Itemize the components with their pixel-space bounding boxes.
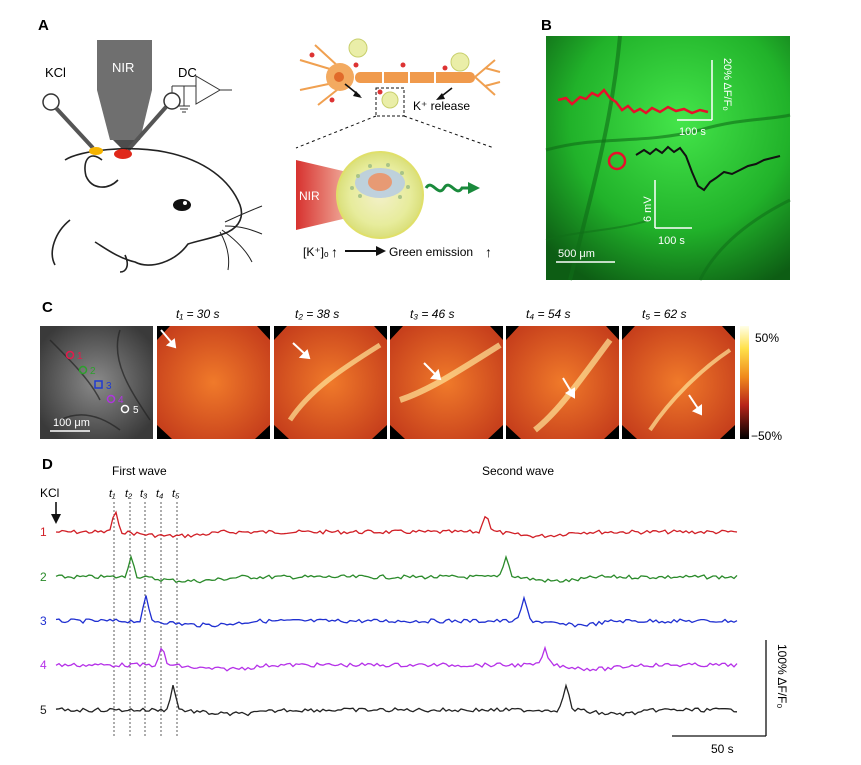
zoom-box <box>375 87 405 117</box>
c-time-t4: t₄ = 54 s <box>526 307 571 321</box>
b-scale-um: 500 μm <box>558 248 595 260</box>
d-trace-5 <box>55 683 738 717</box>
b-roi-circle <box>607 151 627 171</box>
c-gray-image <box>40 326 153 439</box>
b-ephys-trace <box>635 145 781 192</box>
rat-head <box>51 147 243 273</box>
c-colorbar-min: −50% <box>751 429 782 443</box>
d-t2: t₂ <box>125 488 133 500</box>
neuron-schematic <box>299 44 501 106</box>
nir-site <box>114 149 132 159</box>
k-release-label: K⁺ release <box>413 99 470 113</box>
panel-label-d: D <box>42 456 53 473</box>
b-scale-time-top: 100 s <box>679 126 706 138</box>
d-trace-num-3: 3 <box>40 614 47 628</box>
b-scale-time-bottom: 100 s <box>658 235 685 247</box>
d-trace-1 <box>55 510 738 539</box>
dc-label: DC <box>178 65 197 80</box>
d-scale-time: 50 s <box>711 742 734 756</box>
d-t4: t₄ <box>156 488 163 500</box>
c-time-t5: t₅ = 62 s <box>642 307 687 321</box>
b-ephys-scale <box>654 180 692 229</box>
d-scale-fluor: 100% ΔF/F₀ <box>775 644 789 708</box>
kcl-pipette <box>42 93 95 150</box>
d-trace-3 <box>55 595 738 628</box>
c-heatmaps <box>157 326 735 439</box>
c-wave-arrows <box>160 329 702 416</box>
green-emission-label: Green emission <box>389 245 473 259</box>
b-fluor-trace <box>557 88 709 115</box>
rat-eye <box>173 199 191 211</box>
d-trace-num-5: 5 <box>40 703 47 717</box>
d-trace-num-2: 2 <box>40 570 47 584</box>
d-kcl-label: KCl <box>40 486 59 500</box>
d-trace-4 <box>55 645 738 672</box>
k-up-arrow: ↑ <box>331 244 338 260</box>
c-scale-um: 100 μm <box>53 417 90 429</box>
c-colorbar-max: 50% <box>755 331 779 345</box>
dc-electrode <box>126 75 232 152</box>
d-first-wave: First wave <box>112 464 167 478</box>
c-roi-2: 2 <box>90 366 96 377</box>
panel-label-c: C <box>42 299 53 316</box>
d-scalebar <box>672 640 767 737</box>
d-t5: t₅ <box>172 488 180 500</box>
green-up-arrow: ↑ <box>485 244 492 260</box>
c-roi-4: 4 <box>118 395 124 406</box>
kcl-site <box>89 147 103 155</box>
b-fluor-scale <box>677 60 713 121</box>
c-roi-3: 3 <box>106 381 112 392</box>
c-time-t1: t₁ = 30 s <box>176 307 219 321</box>
c-roi-markers <box>65 350 130 414</box>
c-time-t3: t₃ = 46 s <box>410 307 454 321</box>
k-concentration-label: [K⁺]ₒ <box>303 245 329 259</box>
panel-label-a: A <box>38 17 49 34</box>
nir-small-label: NIR <box>299 189 320 203</box>
nanoparticle-small-icons <box>348 38 470 109</box>
c-roi-5: 5 <box>133 405 139 416</box>
c-colorbar <box>740 326 749 439</box>
c-time-t2: t₂ = 38 s <box>295 307 339 321</box>
nir-objective <box>97 40 152 150</box>
d-time-markers <box>113 502 178 738</box>
d-trace-num-4: 4 <box>40 658 47 672</box>
d-t3: t₃ <box>140 488 148 500</box>
d-trace-num-1: 1 <box>40 525 47 539</box>
d-trace-2 <box>55 554 738 584</box>
b-scale-mv: 6 mV <box>642 196 654 222</box>
panel-b-image <box>545 35 791 281</box>
c-roi-1: 1 <box>77 351 83 362</box>
b-scale-fluor: 20% ΔF/F₀ <box>721 58 733 111</box>
nir-label: NIR <box>112 60 134 75</box>
rat-whiskers <box>219 205 263 271</box>
d-second-wave: Second wave <box>482 464 554 478</box>
d-t1: t₁ <box>109 488 116 500</box>
kcl-label: KCl <box>45 65 66 80</box>
panel-label-b: B <box>541 17 552 34</box>
green-emission-wave <box>424 183 470 193</box>
